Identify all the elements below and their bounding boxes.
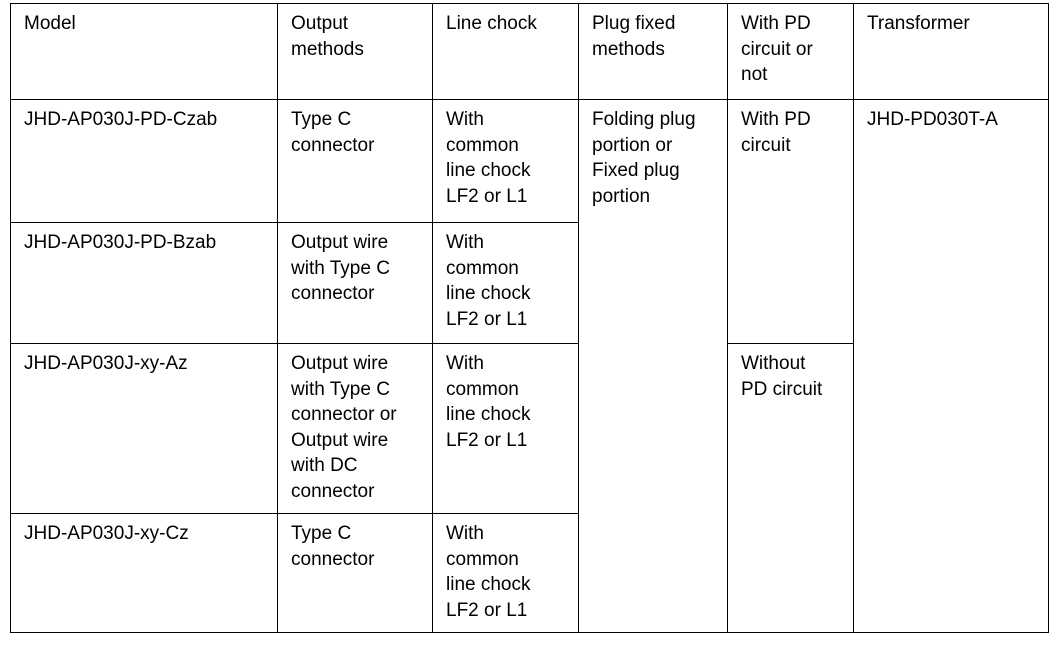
cell-output-methods: Type C connector [277, 513, 433, 633]
cell-output-methods-value: Type C connector [291, 523, 375, 570]
cell-pd-circuit-without-merged: Without PD circuit [727, 343, 854, 633]
column-header-pd-circuit: With PD circuit or not [727, 3, 854, 100]
cell-line-chock-value: With common line chock LF2 or L1 [446, 353, 531, 451]
cell-plug-fixed-methods-merged: Folding plug portion or Fixed plug porti… [578, 99, 728, 633]
table-row: JHD-AP030J-PD-Czab Type C connector With… [10, 99, 1049, 633]
cell-model-value: JHD-AP030J-xy-Az [24, 353, 188, 374]
column-header-pd-circuit-label: With PD circuit or not [741, 13, 813, 85]
cell-line-chock: With common line chock LF2 or L1 [432, 513, 579, 633]
cell-line-chock: With common line chock LF2 or L1 [432, 222, 579, 344]
cell-model: JHD-AP030J-PD-Bzab [10, 222, 278, 344]
cell-model: JHD-AP030J-PD-Czab [10, 99, 278, 223]
cell-output-methods-value: Output wire with Type C connector or Out… [291, 353, 397, 502]
model-specification-table: Model Output methods Line chock Plug fix… [10, 3, 1049, 633]
cell-pd-circuit-with-merged: With PD circuit [727, 99, 854, 344]
cell-output-methods: Output wire with Type C connector [277, 222, 433, 344]
column-header-model-label: Model [24, 13, 76, 34]
column-header-output-methods-label: Output methods [291, 13, 364, 60]
cell-output-methods-value: Output wire with Type C connector [291, 232, 390, 304]
cell-line-chock: With common line chock LF2 or L1 [432, 99, 579, 223]
column-header-transformer-label: Transformer [867, 13, 970, 34]
column-header-plug-fixed-methods: Plug fixed methods [578, 3, 728, 100]
cell-model: JHD-AP030J-xy-Az [10, 343, 278, 514]
column-header-line-chock: Line chock [432, 3, 579, 100]
cell-line-chock-value: With common line chock LF2 or L1 [446, 109, 531, 207]
cell-output-methods: Type C connector [277, 99, 433, 223]
table-row: JHD-AP030J-PD-Bzab Output wire with Type… [10, 222, 1049, 344]
column-header-transformer: Transformer [853, 3, 1049, 100]
cell-model-value: JHD-AP030J-xy-Cz [24, 523, 189, 544]
cell-plug-fixed-methods-value: Folding plug portion or Fixed plug porti… [592, 109, 696, 207]
cell-line-chock-value: With common line chock LF2 or L1 [446, 523, 531, 621]
table-row: JHD-AP030J-xy-Az Output wire with Type C… [10, 343, 1049, 633]
cell-line-chock-value: With common line chock LF2 or L1 [446, 232, 531, 330]
cell-transformer-merged: JHD-PD030T-A [853, 99, 1049, 633]
cell-line-chock: With common line chock LF2 or L1 [432, 343, 579, 514]
cell-transformer-value: JHD-PD030T-A [867, 109, 998, 130]
column-header-plug-fixed-methods-label: Plug fixed methods [592, 13, 676, 60]
cell-model-value: JHD-AP030J-PD-Czab [24, 109, 218, 130]
cell-output-methods: Output wire with Type C connector or Out… [277, 343, 433, 514]
table-row: JHD-AP030J-xy-Cz Type C connector With c… [10, 513, 1049, 633]
cell-model: JHD-AP030J-xy-Cz [10, 513, 278, 633]
table-header-row: Model Output methods Line chock Plug fix… [10, 3, 1049, 100]
column-header-model: Model [10, 3, 278, 100]
cell-model-value: JHD-AP030J-PD-Bzab [24, 232, 217, 253]
cell-pd-circuit-with-value: With PD circuit [741, 109, 811, 156]
cell-pd-circuit-without-value: Without PD circuit [741, 353, 823, 400]
cell-output-methods-value: Type C connector [291, 109, 375, 156]
column-header-line-chock-label: Line chock [446, 13, 537, 34]
column-header-output-methods: Output methods [277, 3, 433, 100]
